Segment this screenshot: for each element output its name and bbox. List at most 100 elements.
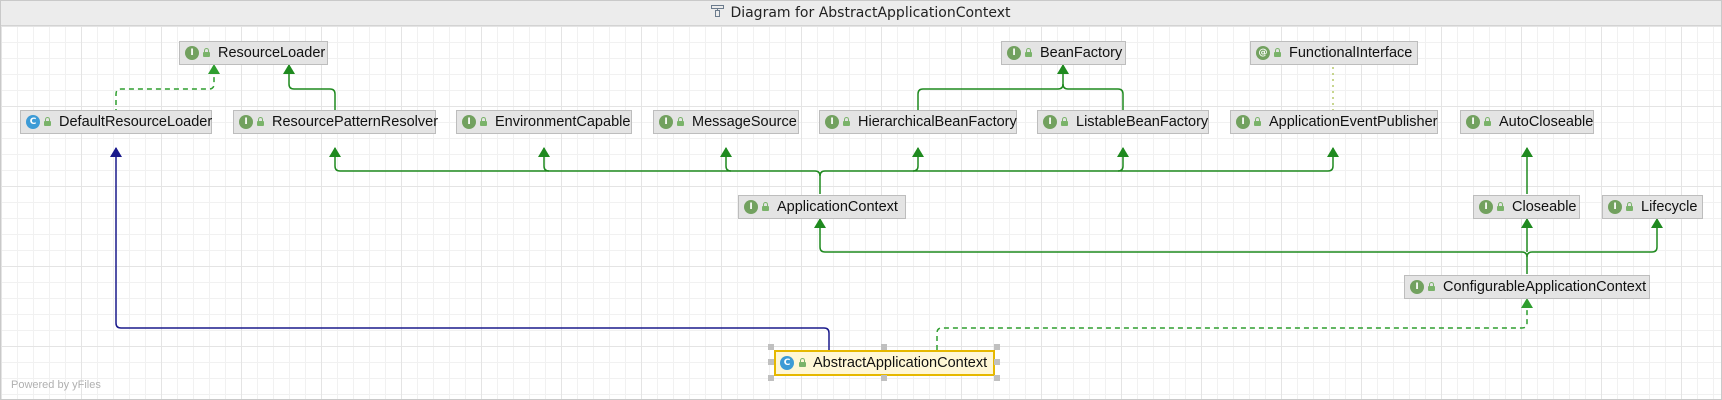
node-configurableapplicationcontext[interactable]: I ConfigurableApplicationContext: [1404, 275, 1650, 299]
node-autocloseable[interactable]: I AutoCloseable: [1460, 110, 1594, 134]
node-label: DefaultResourceLoader: [59, 114, 213, 130]
lock-icon: [257, 117, 264, 126]
arrowhead: [329, 147, 341, 157]
node-applicationeventpublisher[interactable]: I ApplicationEventPublisher: [1230, 110, 1438, 134]
node-defaultresourceloader[interactable]: C DefaultResourceLoader: [20, 110, 212, 134]
node-resourceloader[interactable]: I ResourceLoader: [179, 41, 328, 65]
resize-handle[interactable]: [994, 344, 1000, 350]
edge-applicationcontext-messagesource: [725, 148, 732, 172]
lock-icon: [1484, 117, 1491, 126]
node-label: FunctionalInterface: [1289, 45, 1413, 61]
node-functionalinterface[interactable]: @ FunctionalInterface: [1250, 41, 1418, 65]
edge-layer: [110, 64, 1663, 350]
lock-icon: [44, 117, 51, 126]
node-label: EnvironmentCapable: [495, 114, 631, 130]
edge-applicationcontext-environmentcapable: [543, 148, 550, 172]
lock-icon: [843, 117, 850, 126]
node-label: ApplicationEventPublisher: [1269, 114, 1438, 130]
node-label: ApplicationContext: [777, 199, 898, 215]
class-icon: C: [26, 115, 40, 129]
arrowhead: [720, 147, 732, 157]
edge-resourcepatternresolver-resourceloader: [288, 65, 336, 123]
lock-icon: [762, 202, 769, 211]
edge-configurable-lifecycle: [1526, 219, 1658, 258]
node-label: Lifecycle: [1641, 199, 1698, 215]
interface-icon: I: [1007, 46, 1021, 60]
node-resourcepatternresolver[interactable]: I ResourcePatternResolver: [233, 110, 439, 134]
powered-by-label: Powered by yFiles: [11, 379, 101, 391]
node-label: ResourcePatternResolver: [272, 114, 439, 130]
lock-icon: [480, 117, 487, 126]
node-applicationcontext[interactable]: I ApplicationContext: [738, 195, 906, 219]
resize-handle[interactable]: [994, 359, 1000, 365]
lock-icon: [203, 48, 210, 57]
edge-applicationcontext-hierarchicalbeanfactory: [912, 148, 919, 172]
lock-icon: [1061, 117, 1068, 126]
interface-icon: I: [239, 115, 253, 129]
resize-handle[interactable]: [768, 344, 774, 350]
window-title: Diagram for AbstractApplicationContext: [730, 5, 1011, 21]
node-beanfactory[interactable]: I BeanFactory: [1001, 41, 1126, 65]
node-label: Closeable: [1512, 199, 1577, 215]
node-closeable[interactable]: I Closeable: [1473, 195, 1580, 219]
edge-applicationcontext-bus: [334, 148, 821, 194]
edge-listablebeanfactory-beanfactory: [1062, 83, 1124, 123]
interface-icon: I: [1608, 200, 1622, 214]
arrowhead: [1521, 298, 1533, 308]
edge-defaultresourceloader-resourceloader: [115, 65, 215, 123]
lock-icon: [677, 117, 684, 126]
interface-icon: I: [1479, 200, 1493, 214]
arrowhead: [208, 64, 220, 74]
node-hierarchicalbeanfactory[interactable]: I HierarchicalBeanFactory: [819, 110, 1017, 134]
resize-handle[interactable]: [768, 359, 774, 365]
interface-icon: I: [825, 115, 839, 129]
resize-handle[interactable]: [994, 375, 1000, 381]
resize-handle[interactable]: [881, 344, 887, 350]
arrowhead: [1651, 218, 1663, 228]
arrowhead: [110, 147, 122, 157]
arrowhead: [1117, 147, 1129, 157]
title-bar: Diagram for AbstractApplicationContext: [1, 1, 1721, 26]
annotation-icon: @: [1256, 46, 1270, 60]
arrowhead: [1521, 147, 1533, 157]
interface-icon: I: [185, 46, 199, 60]
arrowhead: [1521, 218, 1533, 228]
node-label: HierarchicalBeanFactory: [858, 114, 1017, 130]
node-label: MessageSource: [692, 114, 797, 130]
arrowhead: [814, 218, 826, 228]
interface-icon: I: [1236, 115, 1250, 129]
interface-icon: I: [462, 115, 476, 129]
node-abstractapplicationcontext[interactable]: C AbstractApplicationContext: [774, 350, 995, 376]
edge-applicationcontext-right-bus: [819, 148, 1334, 177]
resize-handle[interactable]: [768, 375, 774, 381]
node-label: AbstractApplicationContext: [813, 355, 988, 371]
interface-icon: I: [659, 115, 673, 129]
arrowhead: [538, 147, 550, 157]
node-label: ResourceLoader: [218, 45, 326, 61]
arrowhead: [1057, 64, 1069, 74]
interface-icon: I: [1466, 115, 1480, 129]
resize-handle[interactable]: [881, 375, 887, 381]
node-listablebeanfactory[interactable]: I ListableBeanFactory: [1037, 110, 1209, 134]
node-label: AutoCloseable: [1499, 114, 1594, 130]
edge-applicationcontext-listablebeanfactory: [1117, 148, 1124, 172]
node-environmentcapable[interactable]: I EnvironmentCapable: [456, 110, 632, 134]
diagram-canvas[interactable]: I ResourceLoader I BeanFactory @ Functio…: [1, 26, 1721, 399]
lock-icon: [799, 358, 806, 367]
lock-icon: [1274, 48, 1281, 57]
diagram-icon: [711, 1, 725, 25]
arrowhead: [912, 147, 924, 157]
class-icon: C: [780, 356, 794, 370]
arrowhead: [1327, 147, 1339, 157]
node-label: ConfigurableApplicationContext: [1443, 279, 1647, 295]
interface-icon: I: [1410, 280, 1424, 294]
lock-icon: [1626, 202, 1633, 211]
lock-icon: [1428, 282, 1435, 291]
edge-abstract-configurable: [936, 299, 1528, 350]
node-lifecycle[interactable]: I Lifecycle: [1602, 195, 1703, 219]
interface-icon: I: [1043, 115, 1057, 129]
node-messagesource[interactable]: I MessageSource: [653, 110, 799, 134]
node-label: BeanFactory: [1040, 45, 1123, 61]
interface-icon: I: [744, 200, 758, 214]
